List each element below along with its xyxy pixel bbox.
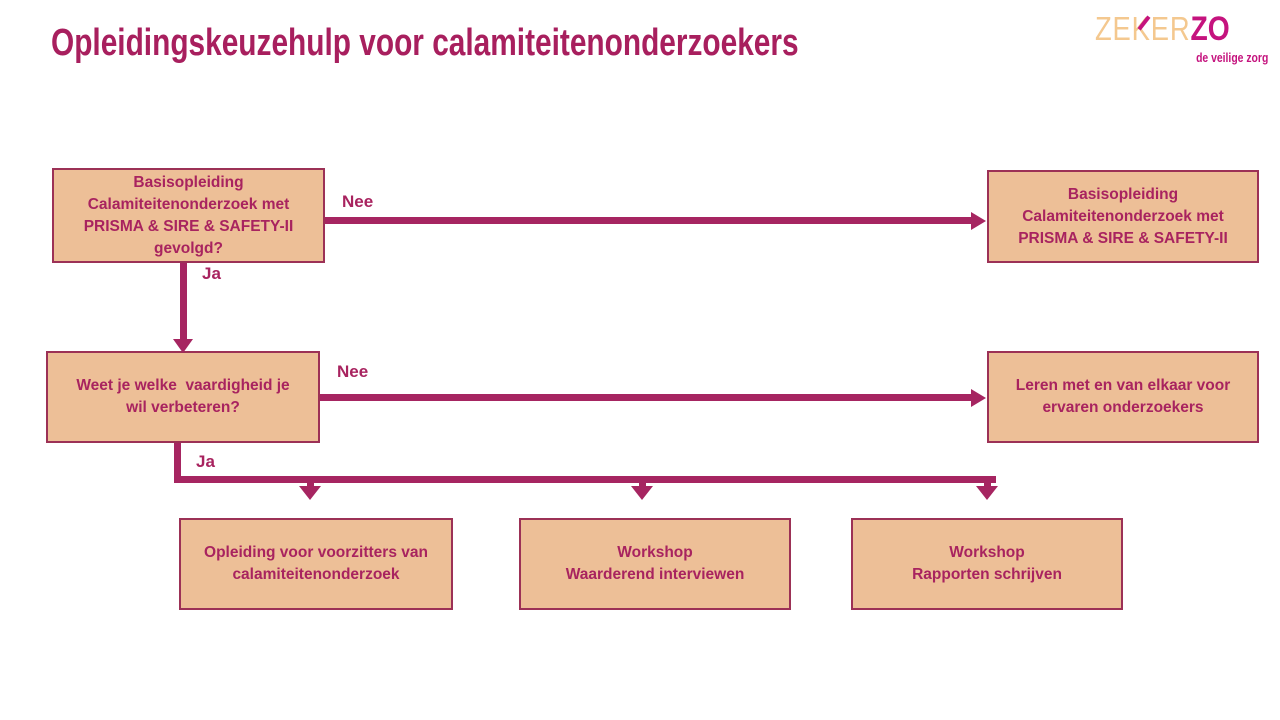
arrowhead-down-icon xyxy=(299,486,321,500)
node-question-basisopleiding: Basisopleiding Calamiteitenonderzoek met… xyxy=(52,168,325,263)
node-workshop-rapporten-schrijven: Workshop Rapporten schrijven xyxy=(851,518,1123,610)
arrowhead-down-icon xyxy=(631,486,653,500)
arrow-ja-branch-stem xyxy=(174,443,181,483)
arrow-nee-to-basisopleiding xyxy=(325,217,971,224)
arrowhead-right-icon xyxy=(971,388,986,407)
arrow-branch-drop-2 xyxy=(639,483,646,488)
arrow-branch-drop-1 xyxy=(307,483,314,488)
node-basisopleiding: Basisopleiding Calamiteitenonderzoek met… xyxy=(987,170,1259,263)
page-title: Opleidingskeuzehulp voor calamiteitenond… xyxy=(51,22,799,64)
edge-label-nee-1: Nee xyxy=(342,192,374,211)
arrowhead-right-icon xyxy=(971,211,986,230)
arrowhead-down-icon xyxy=(976,486,998,500)
logo-tagline: de veilige zorg xyxy=(1195,50,1268,65)
logo-wordmark: ZEKER ZO xyxy=(1095,10,1240,49)
edge-label-nee-2: Nee xyxy=(337,362,369,381)
node-leren-van-elkaar: Leren met en van elkaar voor ervaren ond… xyxy=(987,351,1259,443)
logo-zo-text: ZO xyxy=(1190,10,1230,48)
arrow-ja-to-vaardigheid xyxy=(180,263,187,341)
edge-label-ja-1: Ja xyxy=(202,264,221,283)
arrowhead-down-icon xyxy=(173,339,193,353)
arrow-nee-to-leren-van-elkaar xyxy=(320,394,971,401)
arrow-branch-drop-3 xyxy=(984,483,991,488)
logo-zeker-text: ZEKER xyxy=(1095,10,1191,47)
node-opleiding-voorzitters: Opleiding voor voorzitters van calamitei… xyxy=(179,518,453,610)
arrow-ja-branch-line xyxy=(174,476,996,483)
node-question-vaardigheid: Weet je welke vaardigheid je wil verbete… xyxy=(46,351,320,443)
zekerzo-logo: ZEKER ZO de veilige zorg xyxy=(1095,10,1270,68)
node-workshop-waarderend-interviewen: Workshop Waarderend interviewen xyxy=(519,518,791,610)
edge-label-ja-2: Ja xyxy=(196,452,215,471)
